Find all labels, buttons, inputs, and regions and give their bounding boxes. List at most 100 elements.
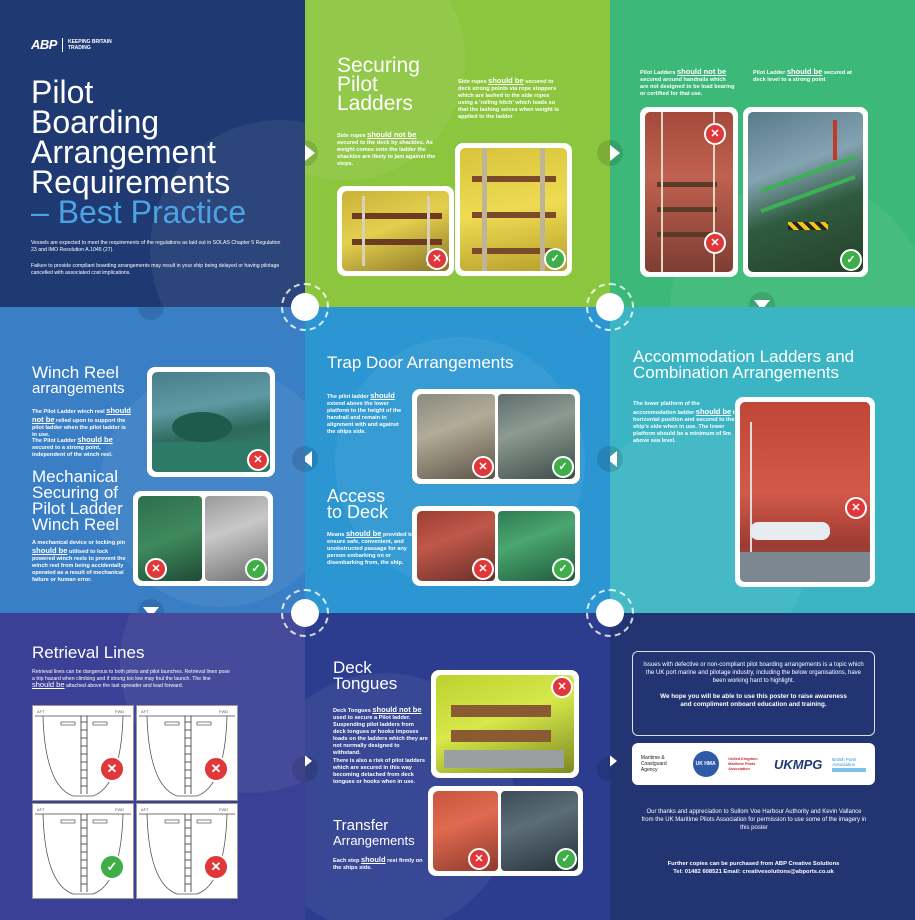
diagram-label: AFT <box>141 807 149 812</box>
section-title: Accommodation Ladders and Combination Ar… <box>633 347 855 382</box>
title-line: to Deck <box>327 502 389 522</box>
securing-panel: Securing Pilot Ladders Side ropes should… <box>305 0 610 307</box>
handrail-bad-photo: ✕ ✕ <box>640 107 738 277</box>
copies-text: Further copies can be purchased from ABP… <box>667 861 840 867</box>
section-title: Mechanical Securing of Pilot Ladder Winc… <box>32 468 123 533</box>
cross-icon: ✕ <box>426 248 448 270</box>
check-icon: ✓ <box>99 854 125 880</box>
retrieval-text: Retrieval lines can be dangerous to both… <box>32 669 230 689</box>
diagram-label: AFT <box>37 807 45 812</box>
accommodation-photo: ✕ <box>735 397 875 587</box>
arrow-disc <box>597 756 610 782</box>
section-title: Winch Reel arrangements <box>32 363 125 397</box>
cross-icon: ✕ <box>472 456 494 478</box>
mca-logo: Maritime & Coastguard Agency <box>640 755 667 773</box>
section-title: Transfer Arrangements <box>333 818 415 848</box>
title-line: Ladders <box>337 92 413 115</box>
cross-icon: ✕ <box>99 756 125 782</box>
logo-tagline: KEEPING BRITAIN TRADING <box>67 38 112 51</box>
info-box: Issues with defective or non-compliant p… <box>632 651 875 736</box>
title-line: Requirements <box>31 164 231 200</box>
transfer-photo: ✕ ✓ <box>428 786 583 876</box>
connector-ring <box>281 589 329 637</box>
arrow-down-icon <box>143 607 159 613</box>
arrow-disc <box>597 446 610 472</box>
deck-text-2: There is also a risk of pilot ladders wh… <box>333 758 426 785</box>
winch-text-good: The Pilot Ladder should be secured to a … <box>32 435 113 458</box>
arrow-left-icon <box>610 451 617 467</box>
check-icon: ✓ <box>552 558 574 580</box>
title-line: Winch Reel <box>32 363 119 382</box>
section-title: Deck Tongues <box>333 658 398 693</box>
contact-block: Further copies can be purchased from ABP… <box>632 860 875 876</box>
contact-text: Tel: 01482 608521 Email: creativesolutio… <box>673 869 834 875</box>
cross-icon: ✕ <box>472 558 494 580</box>
arrow-right-icon <box>610 145 620 161</box>
connector-ring <box>586 589 634 637</box>
check-icon: ✓ <box>544 248 566 270</box>
intro-panel: ABP KEEPING BRITAIN TRADING Pilot Boardi… <box>0 0 305 307</box>
logo-text: ABP <box>31 37 57 52</box>
retrieval-panel: Retrieval Lines Retrieval lines can be d… <box>0 613 305 920</box>
intro-paragraph: Failure to provide compliant boarding ar… <box>31 263 280 276</box>
info-bold-text: We hope you will be able to use this pos… <box>660 693 847 708</box>
securing-text-bad: Side ropes should not be secured to the … <box>337 130 436 167</box>
info-text: Issues with defective or non-compliant p… <box>643 662 864 684</box>
access-text: Means should be provided to ensure safe,… <box>327 529 414 566</box>
title-line: Accommodation Ladders and <box>633 347 855 366</box>
access-photo: ✕ ✓ <box>412 506 580 586</box>
section-title: Securing Pilot Ladders <box>337 54 420 115</box>
abp-logo: ABP KEEPING BRITAIN TRADING <box>31 37 128 52</box>
bpa-logo: British Ports Association <box>832 757 867 772</box>
deck-text: Deck Tongues should not be used to secur… <box>333 705 428 756</box>
handrail-text-bad: Pilot Ladders should not be secured arou… <box>640 67 735 97</box>
diagram-label: AFT <box>141 709 149 714</box>
intro-paragraph: Vessels are expected to meet the require… <box>31 240 281 253</box>
arrow-disc <box>292 446 305 472</box>
handrail-good-photo: ✓ <box>743 107 868 277</box>
ukmpg-logo: UKMPG <box>774 756 823 772</box>
accommodation-panel: Accommodation Ladders and Combination Ar… <box>610 307 915 613</box>
title-line: Pilot <box>337 73 378 96</box>
handrail-text-good: Pilot Ladder should be secured at deck l… <box>753 67 852 83</box>
page-title: Pilot Boarding Arrangement Requirements … <box>31 76 246 228</box>
check-icon: ✓ <box>840 249 862 271</box>
cross-icon: ✕ <box>704 123 726 145</box>
retrieval-diagram: AFT FWD ✓ <box>32 803 134 899</box>
info-panel: Issues with defective or non-compliant p… <box>610 613 915 920</box>
arrow-right-icon <box>305 753 312 769</box>
title-line: Transfer <box>333 817 389 834</box>
rope-stopper-photo: ✓ <box>455 143 572 276</box>
mechanical-text: A mechanical device or locking pin shoul… <box>32 540 126 583</box>
arrow-right-icon <box>305 145 315 161</box>
cross-icon: ✕ <box>704 232 726 254</box>
ukhma-logo: UK HMA <box>692 751 719 777</box>
diagram-label: FWD <box>115 807 124 812</box>
title-line: Access <box>327 486 386 506</box>
connector-ring <box>281 283 329 331</box>
diagram-label: FWD <box>219 709 228 714</box>
trapdoor-panel: Trap Door Arrangements The pilot ladder … <box>305 307 610 613</box>
deck-tongue-photo: ✕ <box>431 670 579 778</box>
arrow-disc <box>597 140 610 166</box>
deck-panel: Deck Tongues Deck Tongues should not be … <box>305 613 610 920</box>
cross-icon: ✕ <box>551 676 573 698</box>
title-line: arrangements <box>32 380 125 397</box>
title-line: Pilot Ladder <box>32 499 123 518</box>
title-line: Arrangement <box>31 134 216 170</box>
check-icon: ✓ <box>555 848 577 870</box>
title-line: Deck <box>333 658 372 677</box>
title-line: Securing <box>337 54 420 77</box>
diagram-label: FWD <box>219 807 228 812</box>
partner-logos: Maritime & Coastguard Agency UK HMA Unit… <box>632 743 875 785</box>
arrow-disc <box>138 307 164 320</box>
arrow-left-icon <box>305 451 312 467</box>
trapdoor-text: The pilot ladder should extend above the… <box>327 391 402 435</box>
transfer-text: Each step should rest firmly on the ship… <box>333 855 423 871</box>
check-icon: ✓ <box>552 456 574 478</box>
title-line: Tongues <box>333 674 398 693</box>
title-line: Combination Arrangements <box>633 363 840 382</box>
